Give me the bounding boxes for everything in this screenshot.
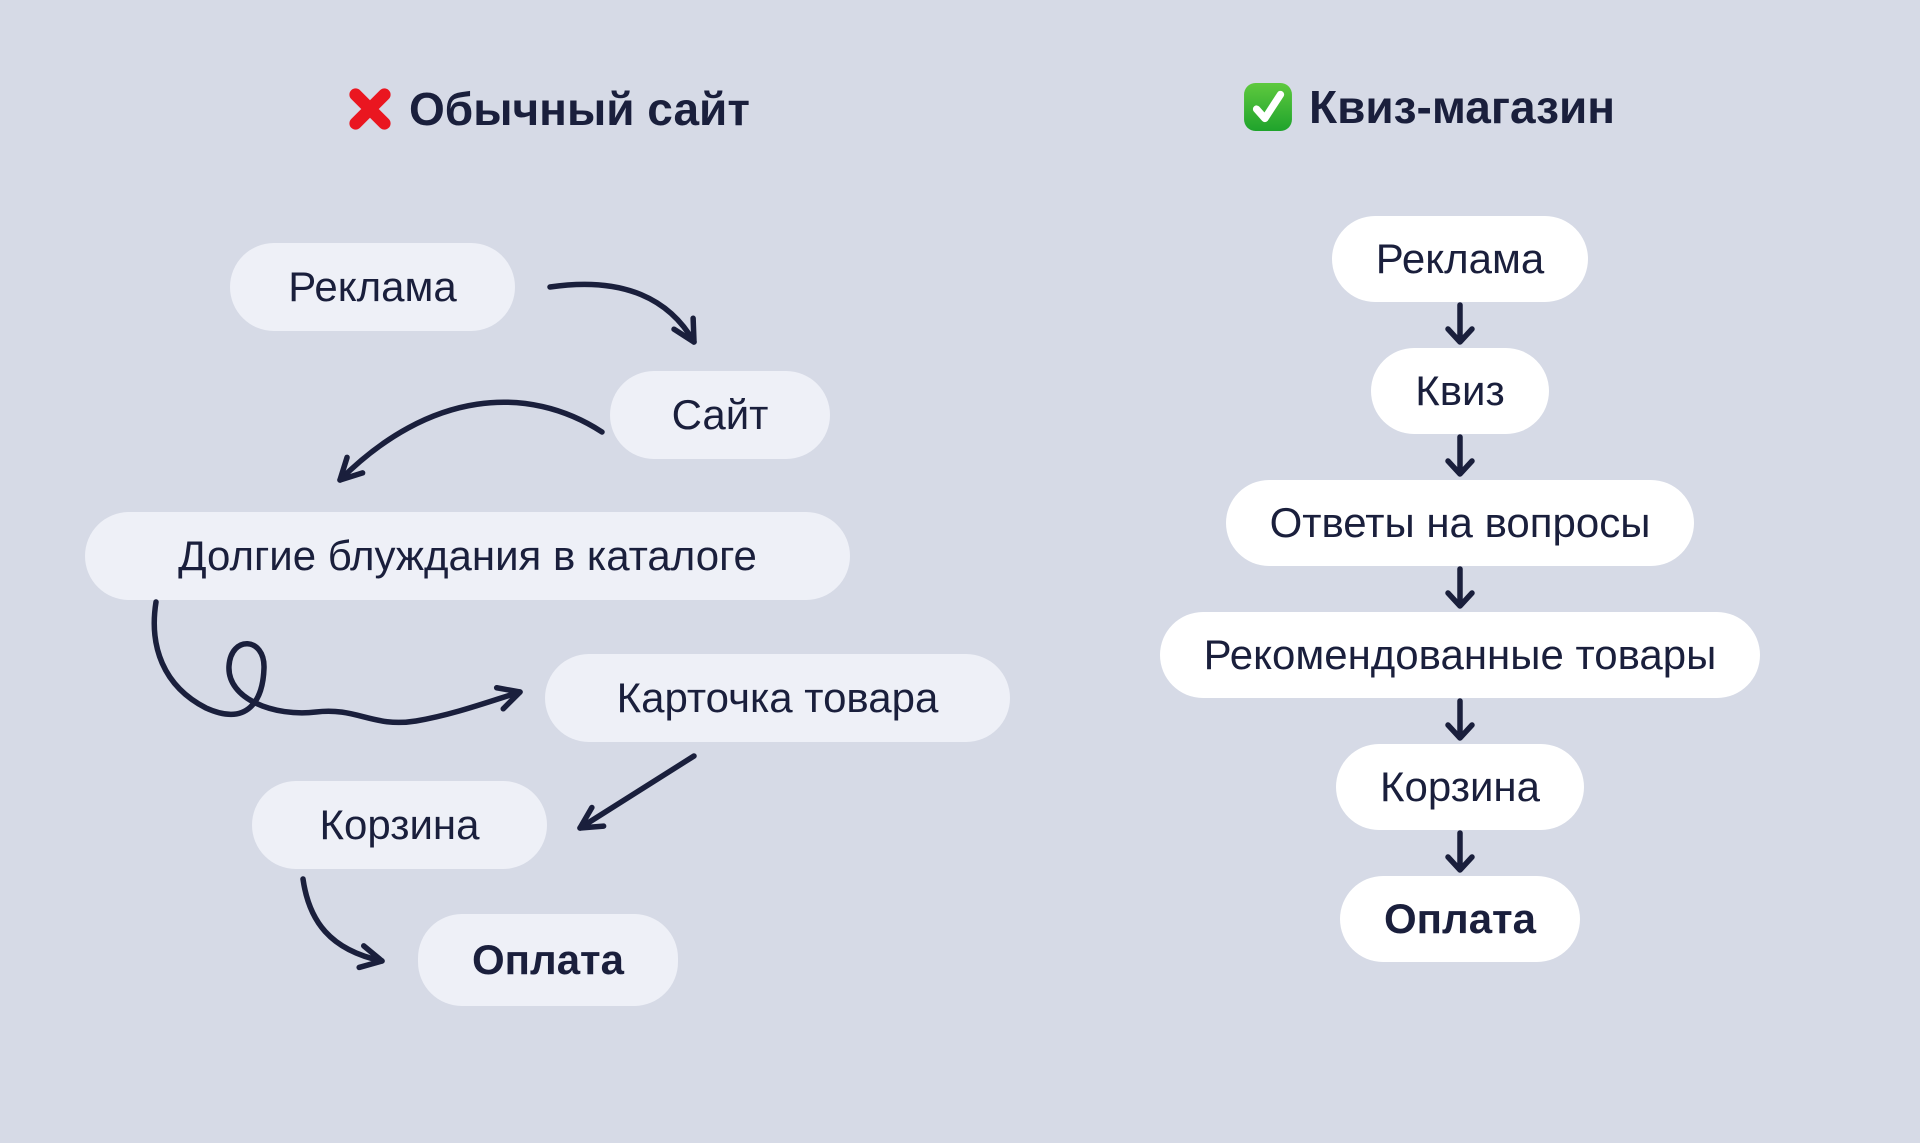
check-mark-icon <box>1244 83 1292 131</box>
arrow-squiggle-catalog-to-card <box>151 599 523 726</box>
down-arrow <box>1445 434 1475 477</box>
right-flow-title: Квиз-магазин <box>1243 80 1615 134</box>
node-catalog-wandering: Долгие блуждания в каталоге <box>85 512 850 600</box>
node-site: Сайт <box>610 371 830 459</box>
node-cart: Корзина <box>1336 744 1584 830</box>
arrow-site-to-catalog <box>337 399 605 483</box>
node-cart: Корзина <box>252 781 547 869</box>
right-flow-title-text: Квиз-магазин <box>1309 81 1616 133</box>
right-flow-stack: Реклама Квиз Ответы на вопросы Рекомендо… <box>1140 216 1780 962</box>
arrow-cart-to-payment <box>300 876 385 971</box>
arrow-ad-to-site <box>547 281 697 345</box>
node-payment: Оплата <box>1339 876 1580 962</box>
left-flow-title-text: Обычный сайт <box>409 83 750 135</box>
down-arrow <box>1445 830 1475 873</box>
node-ad: Реклама <box>230 243 515 331</box>
cross-mark-icon <box>349 88 391 130</box>
node-recommended-products: Рекомендованные товары <box>1159 612 1761 698</box>
node-answers: Ответы на вопросы <box>1225 480 1695 566</box>
down-arrow <box>1445 302 1475 345</box>
node-ad: Реклама <box>1331 216 1589 302</box>
left-flow-title: Обычный сайт <box>347 82 750 136</box>
arrow-card-to-cart <box>577 753 697 831</box>
node-product-card: Карточка товара <box>545 654 1010 742</box>
down-arrow <box>1445 566 1475 609</box>
node-quiz: Квиз <box>1371 348 1549 434</box>
node-payment: Оплата <box>418 914 678 1006</box>
down-arrow <box>1445 698 1475 741</box>
